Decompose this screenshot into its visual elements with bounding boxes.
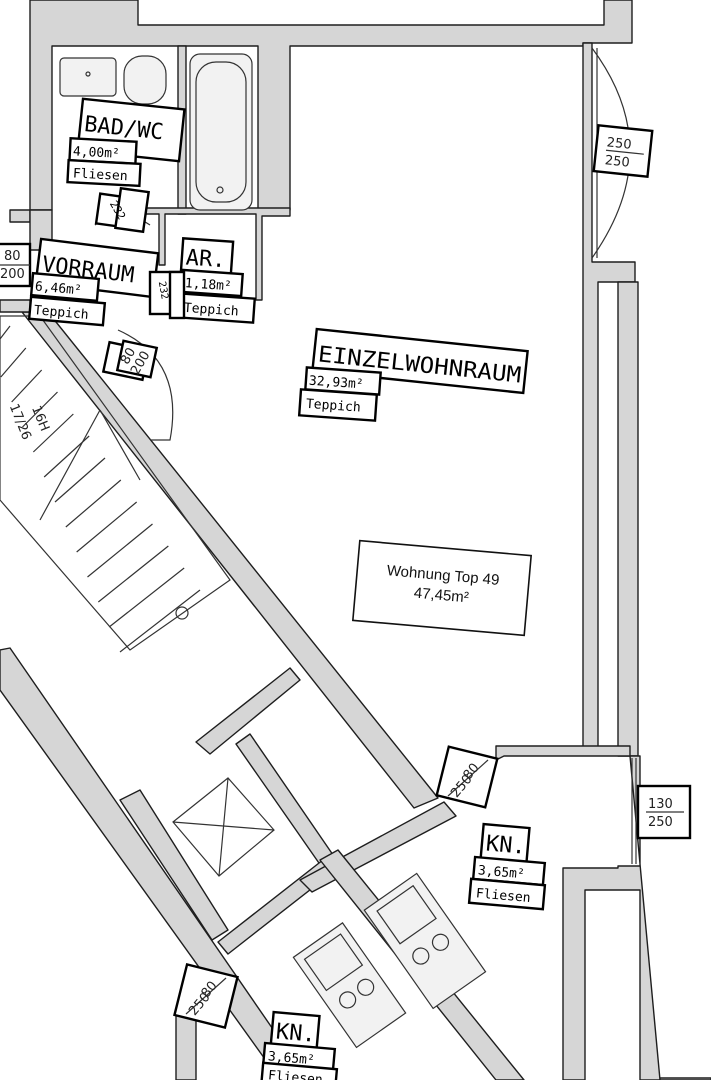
- room-floor-kn-2: Fliesen: [267, 1068, 323, 1080]
- kitchen-unit-1: [363, 872, 487, 1010]
- window-right-w: 130: [648, 797, 673, 812]
- room-label-einzelwohnraum: EINZELWOHNRAUM 32,93m² Teppich: [297, 327, 529, 422]
- room-area-vorraum: 6,46m²: [34, 279, 82, 298]
- bad-bottom-wall: [144, 207, 291, 301]
- door-tag-ar: 232: [148, 270, 186, 320]
- stair-tread: [119, 589, 201, 653]
- top-wall: [9, 0, 633, 223]
- bathtub-inner: [195, 61, 247, 203]
- living-partition: [495, 745, 631, 761]
- stair-tread: [22, 391, 58, 428]
- room-floor-ar: Teppich: [183, 301, 239, 320]
- stair-tread: [108, 567, 185, 628]
- right-wall-lower: [617, 281, 639, 757]
- stair-steps: [0, 325, 201, 653]
- room-floor-vorraum: Teppich: [33, 303, 89, 323]
- room-label-vorraum: VORRAUM 6,46m² Teppich: [27, 237, 160, 327]
- stair-tread: [54, 457, 106, 503]
- window-top-h: 250: [604, 153, 630, 171]
- stair-wall-left: [0, 647, 309, 1080]
- stair-tread: [32, 413, 74, 453]
- door-tag-left: 80 200: [0, 242, 32, 288]
- stair-tread: [87, 523, 153, 578]
- apartment-box: [351, 539, 533, 637]
- stair-tread: [11, 369, 43, 403]
- stair-tread: [0, 325, 11, 340]
- stair-arrow-1: [39, 409, 101, 521]
- vorraum-low-wall: [0, 299, 31, 313]
- apartment-summary: Wohnung Top 49 47,45m²: [351, 539, 533, 637]
- window-top-w: 250: [606, 135, 632, 153]
- stair-end-circle: [175, 606, 189, 620]
- room-area-bad-wc: 4,00m²: [73, 144, 121, 161]
- stair-tread: [0, 347, 27, 378]
- stair-tread: [97, 545, 169, 603]
- shaft-x-2: [218, 777, 229, 877]
- room-label-kn-2: KN. 3,65m² Fliesen: [259, 1010, 339, 1080]
- toilet: [123, 55, 167, 105]
- window-right-h: 250: [648, 815, 673, 830]
- room-floor-einzelwohnraum: Teppich: [305, 397, 361, 416]
- room-floor-kn-1: Fliesen: [475, 886, 531, 906]
- bathtub: [189, 53, 253, 211]
- stair-tread: [76, 501, 138, 553]
- room-name-kn-2: KN.: [275, 1019, 317, 1047]
- room-label-ar: AR. 1,18m² Teppich: [175, 237, 257, 324]
- room-label-bad-wc: BAD/WC 4,00m² Fliesen: [66, 97, 186, 188]
- stair-tread: [65, 479, 122, 528]
- room-name-ar: AR.: [185, 246, 226, 274]
- door-tag-bottom: 80 250: [173, 963, 239, 1029]
- apartment-area: 47,45m²: [413, 585, 469, 607]
- room-area-einzelwohnraum: 32,93m²: [308, 374, 364, 393]
- ceiling-ar: 232: [156, 281, 170, 301]
- lower-left-wall: [119, 789, 229, 941]
- bathtub-drain: [216, 186, 224, 194]
- door-left-h: 200: [0, 267, 25, 282]
- room-name-kn-1: KN.: [485, 831, 527, 859]
- room-area-kn-1: 3,65m²: [477, 863, 525, 882]
- fixtures: [59, 47, 637, 1049]
- core-wall-a: [195, 667, 301, 755]
- stair-arrow-2: [99, 409, 141, 481]
- staircase: 16H 17/26: [0, 315, 231, 653]
- washbasin: [59, 57, 117, 97]
- room-area-ar: 1,18m²: [184, 276, 232, 294]
- door-vorraum-w: 80: [118, 345, 139, 367]
- room-floor-bad-wc: Fliesen: [73, 166, 129, 184]
- bottom-wall-stub: [175, 1011, 197, 1080]
- door-tag-bad: 232: [94, 186, 151, 234]
- room-label-kn-1: KN. 3,65m² Fliesen: [467, 822, 547, 911]
- door-tag-vorraum: 80 200: [101, 339, 159, 382]
- door-swing-vorraum: [117, 329, 174, 441]
- kitchen-unit-2: [292, 922, 407, 1049]
- washbasin-drain: [85, 71, 91, 77]
- window-tag-right: 130 250: [636, 784, 692, 840]
- door-tag-living: 80 250: [435, 745, 499, 809]
- door-left-w: 80: [4, 249, 21, 264]
- window-tag-top: 250 250: [592, 123, 654, 179]
